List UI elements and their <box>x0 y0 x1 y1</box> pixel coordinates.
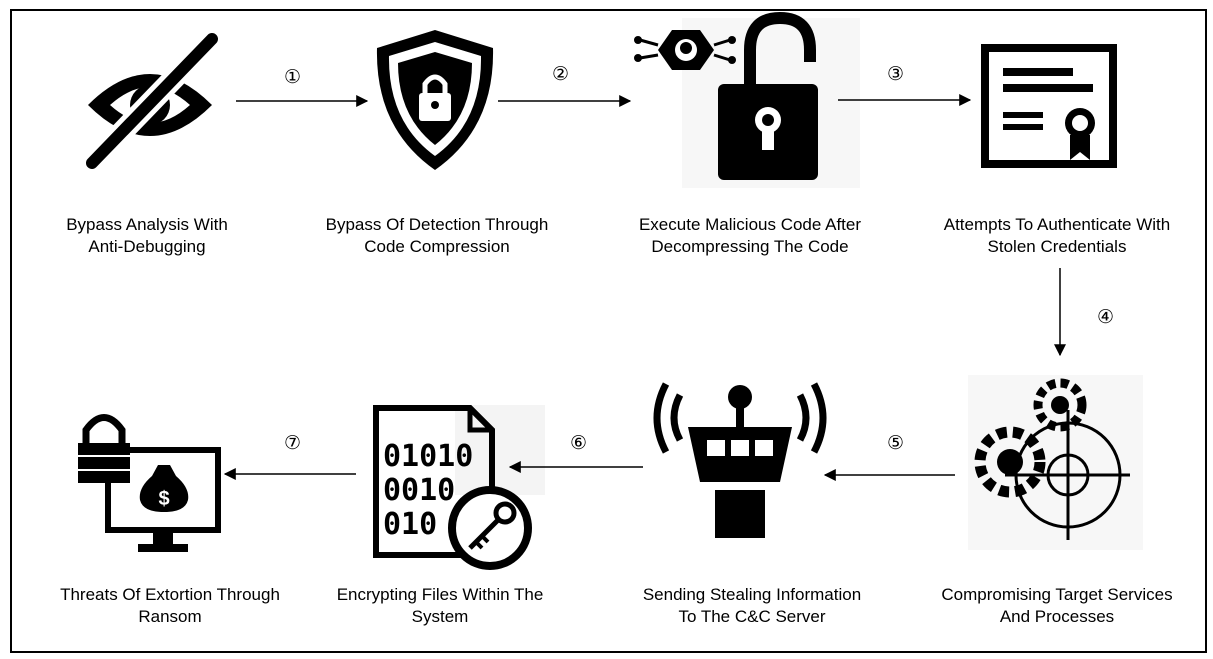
diagram-frame <box>10 9 1207 653</box>
step-number-7: ⑦ <box>284 433 302 454</box>
step-number-5: ⑤ <box>887 433 905 454</box>
step-number-4: ④ <box>1097 307 1115 328</box>
step-number-2: ② <box>552 64 570 85</box>
step-number-6: ⑥ <box>570 433 588 454</box>
step-number-1: ① <box>284 67 302 88</box>
step-number-3: ③ <box>887 64 905 85</box>
